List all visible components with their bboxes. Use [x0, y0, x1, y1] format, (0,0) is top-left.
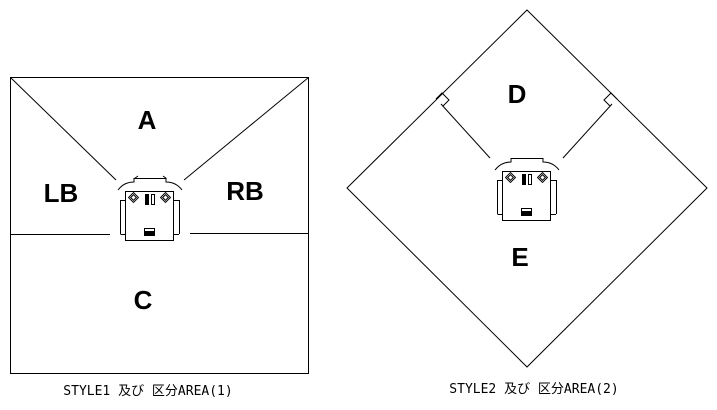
region-label-c: C — [133, 285, 153, 315]
style2-outer-boundary — [346, 9, 708, 368]
style2-caption: STYLE2 及び 区分AREA(2) — [449, 382, 619, 397]
style1-divider-left-diagonal — [10, 77, 117, 181]
machine-icon — [117, 175, 183, 241]
region-label-rb: RB — [226, 176, 264, 206]
style2-divider-right — [562, 103, 613, 159]
region-label-lb: LB — [43, 178, 79, 208]
style1-outer-boundary — [10, 77, 309, 374]
style1-area-diagram — [10, 77, 309, 374]
machine-icon — [494, 158, 560, 221]
style1-divider-right-diagonal — [183, 77, 309, 181]
style1-caption: STYLE1 及び 区分AREA(1) — [63, 384, 233, 399]
region-label-a: A — [137, 105, 157, 135]
style2-divider-left — [440, 103, 491, 159]
region-label-e: E — [511, 242, 529, 272]
right-angle-marker-right — [603, 92, 618, 107]
region-label-d: D — [507, 79, 527, 109]
right-angle-marker-left — [435, 92, 450, 107]
style2-area-diagram — [346, 9, 708, 368]
